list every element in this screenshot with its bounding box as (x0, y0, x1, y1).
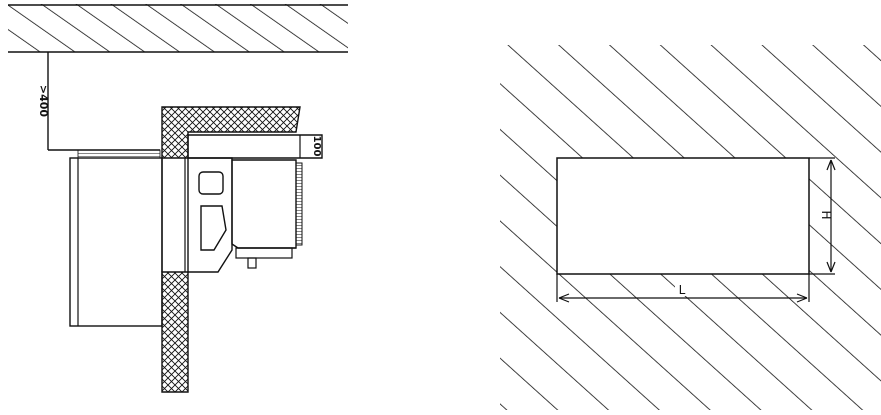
clearance-label: >400 (37, 85, 50, 118)
height-dimension: H (809, 157, 836, 275)
ceiling-hatching (8, 4, 348, 53)
offset-dimension: 100 (311, 136, 322, 157)
clearance-dimension: >400 (37, 52, 160, 151)
wall-opening (556, 157, 810, 275)
wall-opening-drawing: H L (500, 45, 881, 410)
length-label: L (679, 283, 686, 297)
offset-label: 100 (311, 136, 322, 157)
condensing-unit (184, 134, 323, 273)
evaporator-fins (77, 149, 161, 159)
length-dimension: L (556, 274, 810, 303)
indoor-unit-box (69, 157, 163, 327)
height-label: H (819, 210, 833, 219)
fan-grille (295, 162, 303, 246)
side-view-drawing: >400 (8, 4, 348, 393)
wall-insulation (161, 106, 301, 393)
